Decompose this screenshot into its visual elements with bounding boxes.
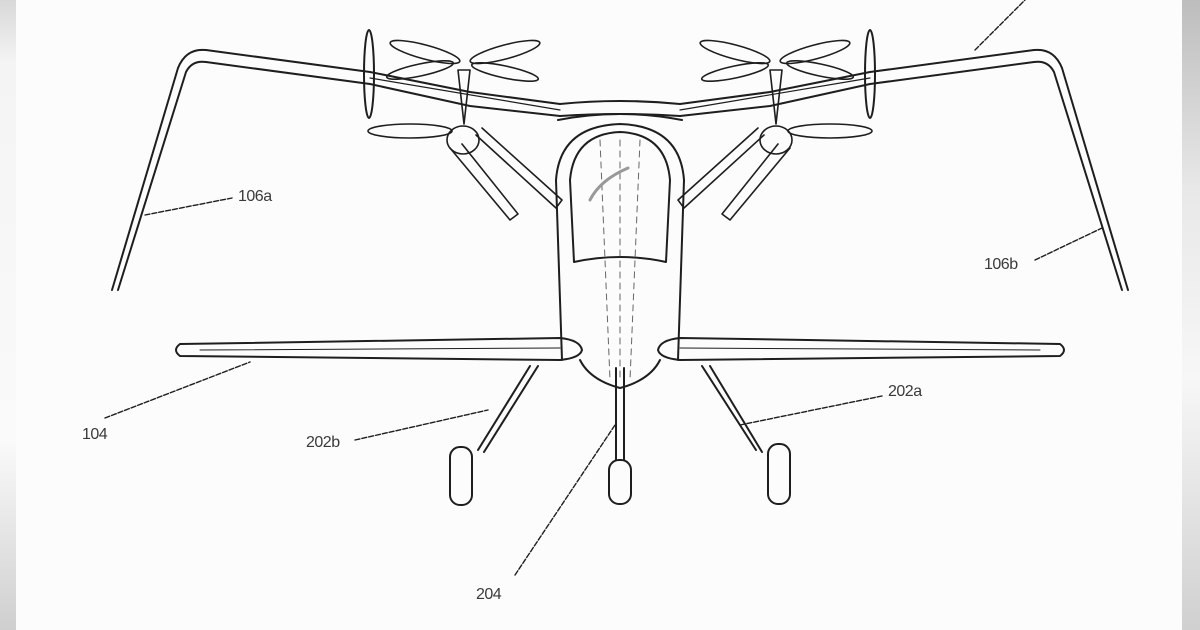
label-104: 104 xyxy=(82,426,108,443)
left-tip-propeller xyxy=(363,29,375,119)
fuselage xyxy=(555,113,685,389)
cockpit-canopy xyxy=(569,131,671,263)
right-rotor xyxy=(677,39,873,221)
right-tip-propeller xyxy=(864,29,876,119)
left-rotor xyxy=(367,39,563,221)
upper-wing-right xyxy=(679,48,1129,291)
upper-wing-left xyxy=(111,48,561,291)
leader-lines xyxy=(104,0,1103,576)
landing-gear-left xyxy=(449,365,539,506)
label-202b: 202b xyxy=(306,434,340,451)
scan-edge-right xyxy=(1182,0,1200,630)
label-106b: 106b xyxy=(984,256,1018,273)
nose-gear xyxy=(608,367,632,505)
label-106a: 106a xyxy=(238,188,272,205)
landing-gear-right xyxy=(701,365,791,505)
main-wing xyxy=(175,337,1065,361)
scan-edge-left xyxy=(0,0,16,630)
label-202a: 202a xyxy=(888,383,922,400)
label-204: 204 xyxy=(476,586,502,603)
upper-wing-center xyxy=(559,100,681,105)
